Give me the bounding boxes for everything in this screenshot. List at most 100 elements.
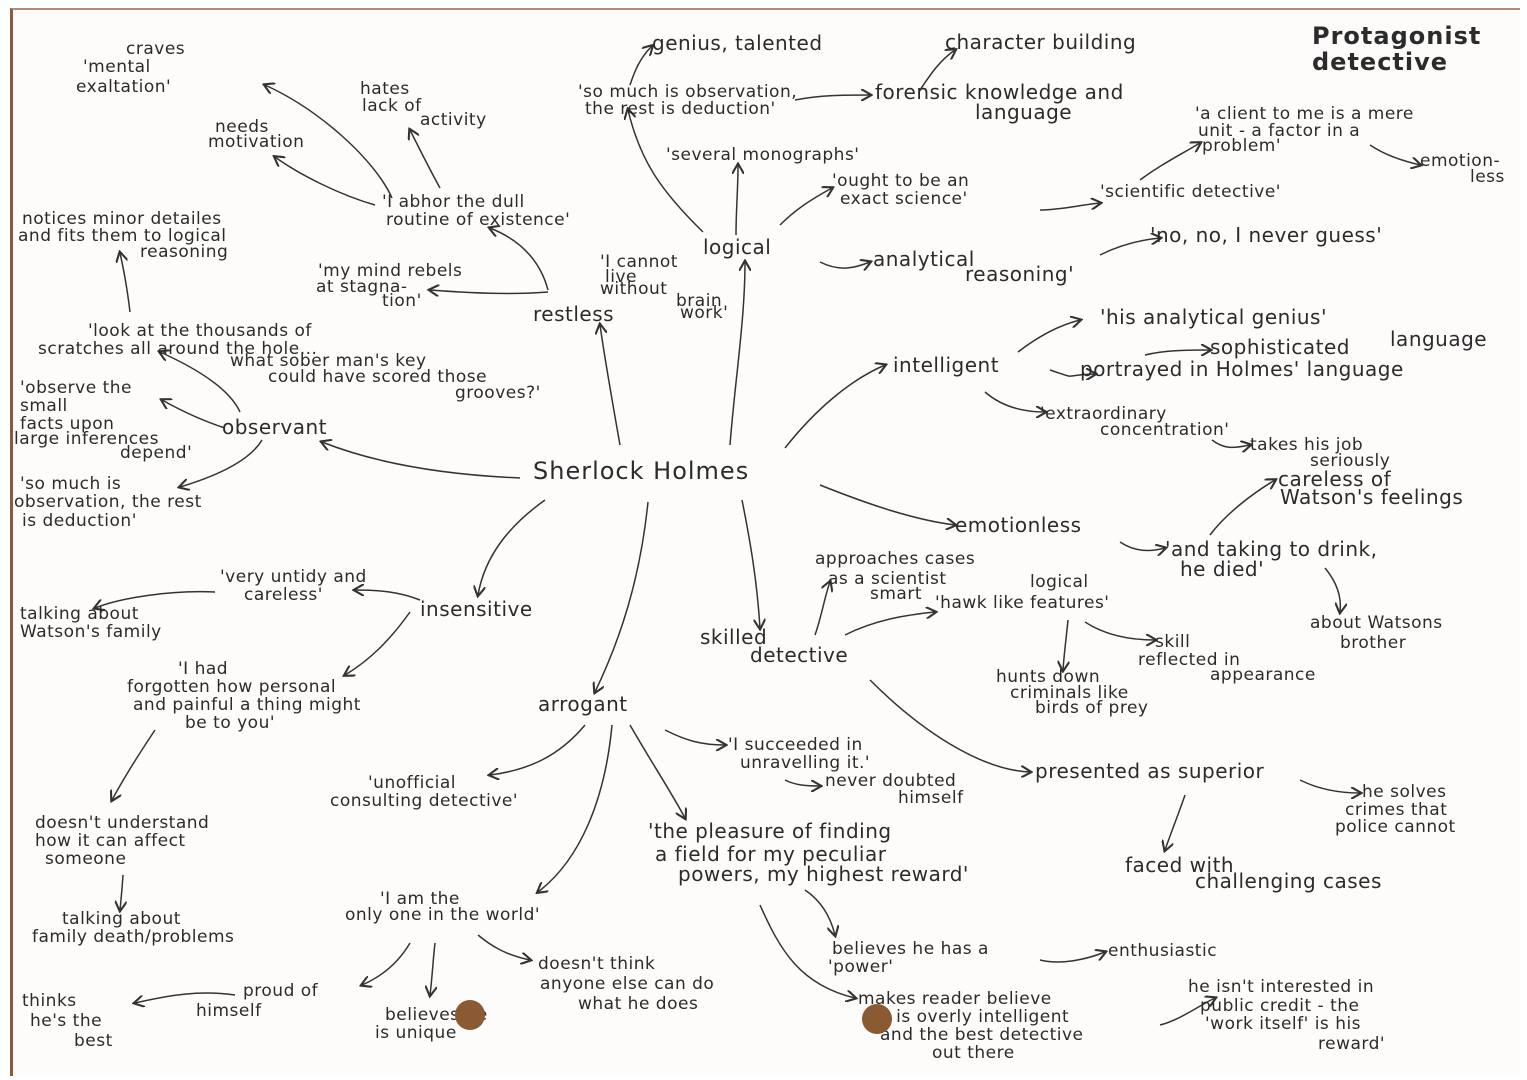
needs-text-1: needs [215,117,269,137]
link-centre-logical [729,262,745,446]
so-much-quote-1: 'so much is [20,474,122,494]
careless-feelings-2: Watson's feelings [1280,485,1464,509]
cannot-live-1: 'I cannot [600,252,678,272]
approaches-1: approaches cases [815,549,976,569]
doesnt-understand-1: doesn't understand [35,813,210,833]
talking-watson-2: Watson's family [20,622,162,642]
forgotten-quote-3: and painful a thing might [133,695,361,715]
believes-unique-2: is unique [375,1023,457,1043]
client-quote-3: problem' [1202,136,1282,156]
only-one-quote-1: 'I am the [380,889,460,909]
portrayed-text: portrayed in Holmes' language [1080,357,1404,381]
cannot-live-4: brain [676,291,723,311]
never-doubted-1: never doubted [825,771,957,791]
solves-crimes-2: crimes that [1345,800,1448,820]
family-death-1: talking about [62,909,181,929]
abhor-quote-1: 'I abhor the dull [382,192,525,212]
craves-text-2: 'mental [83,57,151,77]
mind-rebels-3: tion' [382,291,422,311]
observe-quote-4: large inferences [14,429,159,449]
untidy-quote-2: careless' [244,585,323,605]
taking-drink-2: he died' [1180,557,1265,581]
emotionless-note-1: emotion- [1420,151,1501,171]
client-quote-2: unit - a factor in a [1198,121,1361,141]
solves-crimes-3: police cannot [1335,817,1456,837]
so-much-logical-2: the rest is deduction' [585,99,776,119]
faced-with-1: faced with [1125,853,1235,877]
pleasure-quote-2: a field for my peculiar [655,842,887,866]
link-centre-restless [600,325,621,446]
proud-himself-2: himself [196,1001,262,1021]
believes-power-1: believes he has a [832,939,989,959]
genius-talented-text: genius, talented [652,31,823,55]
believes-power-2: 'power' [828,957,894,977]
forgotten-quote-1: 'I had [178,659,229,679]
only-one-quote-2: only one in the world' [345,905,541,925]
notices-text-1: notices minor detailes [22,209,222,229]
doesnt-understand-3: someone [45,849,127,869]
not-interested-2: public credit - the [1200,996,1360,1016]
scratches-quote-3: what sober man's key [230,351,427,371]
link-centre-intelligent [784,365,885,449]
link-centre-arrogant [595,501,649,692]
cannot-live-2: live [605,267,637,287]
link-centre-observant [322,442,521,479]
sophisticated-2: language [1390,327,1488,351]
doesnt-think-3: what he does [578,994,699,1014]
never-doubted-2: himself [898,788,964,808]
hunts-down-3: birds of prey [1035,698,1149,718]
hates-text-2: lack of [362,96,422,116]
pleasure-quote-3: powers, my highest reward' [678,862,969,886]
watsons-brother-1: about Watsons [1310,613,1443,633]
punch-hole-left [455,1000,485,1030]
unofficial-quote-2: consulting detective' [330,791,519,811]
observe-quote-3: facts upon [20,414,115,434]
talking-watson-1: talking about [20,604,139,624]
concentration-quote-1: 'extraordinary [1040,404,1167,424]
scratches-quote-4: could have scored those [268,367,488,387]
notices-text-2: and fits them to logical [18,226,227,246]
solves-crimes-1: he solves [1362,782,1447,802]
link-centre-skilled [741,499,760,628]
hates-text-3: activity [420,110,487,130]
exact-science-1: 'ought to be an [832,171,970,191]
character-building-text: character building [945,30,1137,54]
enthusiastic-text: enthusiastic [1108,941,1218,961]
craves-text-1: craves [126,39,186,59]
watsons-brother-2: brother [1340,633,1407,653]
thinks-best-3: best [74,1031,113,1051]
presented-superior-text: presented as superior [1035,759,1265,783]
node-restless: restless [533,302,615,326]
scratches-quote-1: 'look at the thousands of [88,321,312,341]
thinks-best-1: thinks [22,991,77,1011]
analytical-reasoning-1: analytical [873,247,975,271]
family-death-2: family death/problems [32,927,235,947]
takes-job-2: seriously [1310,451,1391,471]
observe-quote-5: depend' [120,443,193,463]
monographs-quote: 'several monographs' [666,145,860,165]
makes-reader-4: out there [932,1043,1015,1063]
paper-sheet [10,8,1520,1076]
forensic-text-1: forensic knowledge and [875,80,1124,104]
abhor-quote-2: routine of existence' [386,210,571,230]
untidy-quote-1: 'very untidy and [220,567,367,587]
so-much-quote-2: observation, the rest [14,492,202,512]
hunts-down-1: hunts down [996,667,1101,687]
node-insensitive: insensitive [420,597,533,621]
faced-with-2: challenging cases [1195,869,1382,893]
so-much-logical-1: 'so much is observation, [578,82,798,102]
forensic-text-2: language [975,100,1073,124]
exact-science-2: exact science' [840,189,968,209]
scratches-quote-2: scratches all around the hole... [38,339,318,359]
doesnt-think-2: anyone else can do [540,974,715,994]
cannot-live-5: work' [680,303,729,323]
central-node-sherlock-holmes: Sherlock Holmes [533,457,750,485]
concentration-quote-2: concentration' [1100,420,1230,440]
node-skilled-line-1: skilled [700,625,768,649]
thinks-best-2: he's the [30,1011,103,1031]
node-observant: observant [222,415,327,439]
hunts-down-2: criminals like [1010,683,1129,703]
node-emotionless: emotionless [955,513,1082,537]
sophisticated-1: sophisticated [1210,335,1350,359]
